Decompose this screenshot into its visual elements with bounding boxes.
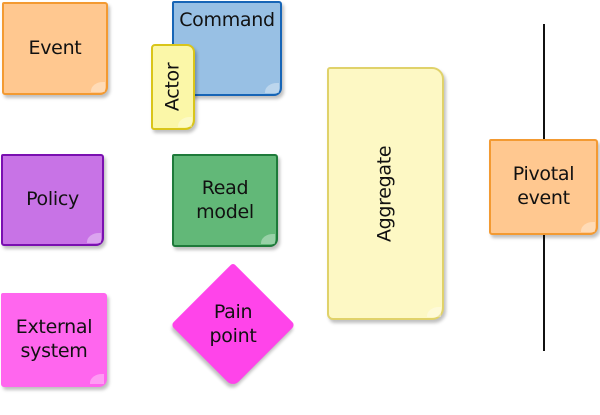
external-system-line1: External [15, 316, 93, 339]
external-system-sticky: External system [1, 293, 107, 387]
command-label: Command [179, 9, 275, 31]
pivotal-event-line2: event [517, 187, 570, 209]
event-sticky: Event [2, 2, 108, 95]
event-label: Event [28, 36, 82, 59]
pain-point-label: Pain point [170, 262, 296, 388]
aggregate-sticky: Aggregate [327, 67, 444, 320]
policy-sticky: Policy [1, 154, 104, 246]
read-model-line2: model [196, 200, 254, 223]
actor-sticky: Actor [151, 44, 195, 130]
actor-label: Actor [161, 62, 184, 112]
pivotal-event-label: Pivotal event [512, 163, 575, 211]
read-model-sticky: Read model [172, 154, 278, 247]
read-model-label: Read model [196, 177, 254, 225]
external-system-label: External system [15, 316, 93, 364]
aggregate-label: Aggregate [373, 145, 396, 242]
external-system-line2: system [20, 340, 88, 362]
pain-point-line1: Pain [213, 301, 253, 324]
pain-point-sticky: Pain point [170, 262, 296, 388]
policy-label: Policy [26, 188, 79, 211]
read-model-line1: Read [201, 176, 249, 199]
pivotal-event-sticky: Pivotal event [489, 139, 598, 235]
pain-point-line2: point [209, 325, 257, 347]
pivotal-event-line1: Pivotal [512, 163, 575, 186]
